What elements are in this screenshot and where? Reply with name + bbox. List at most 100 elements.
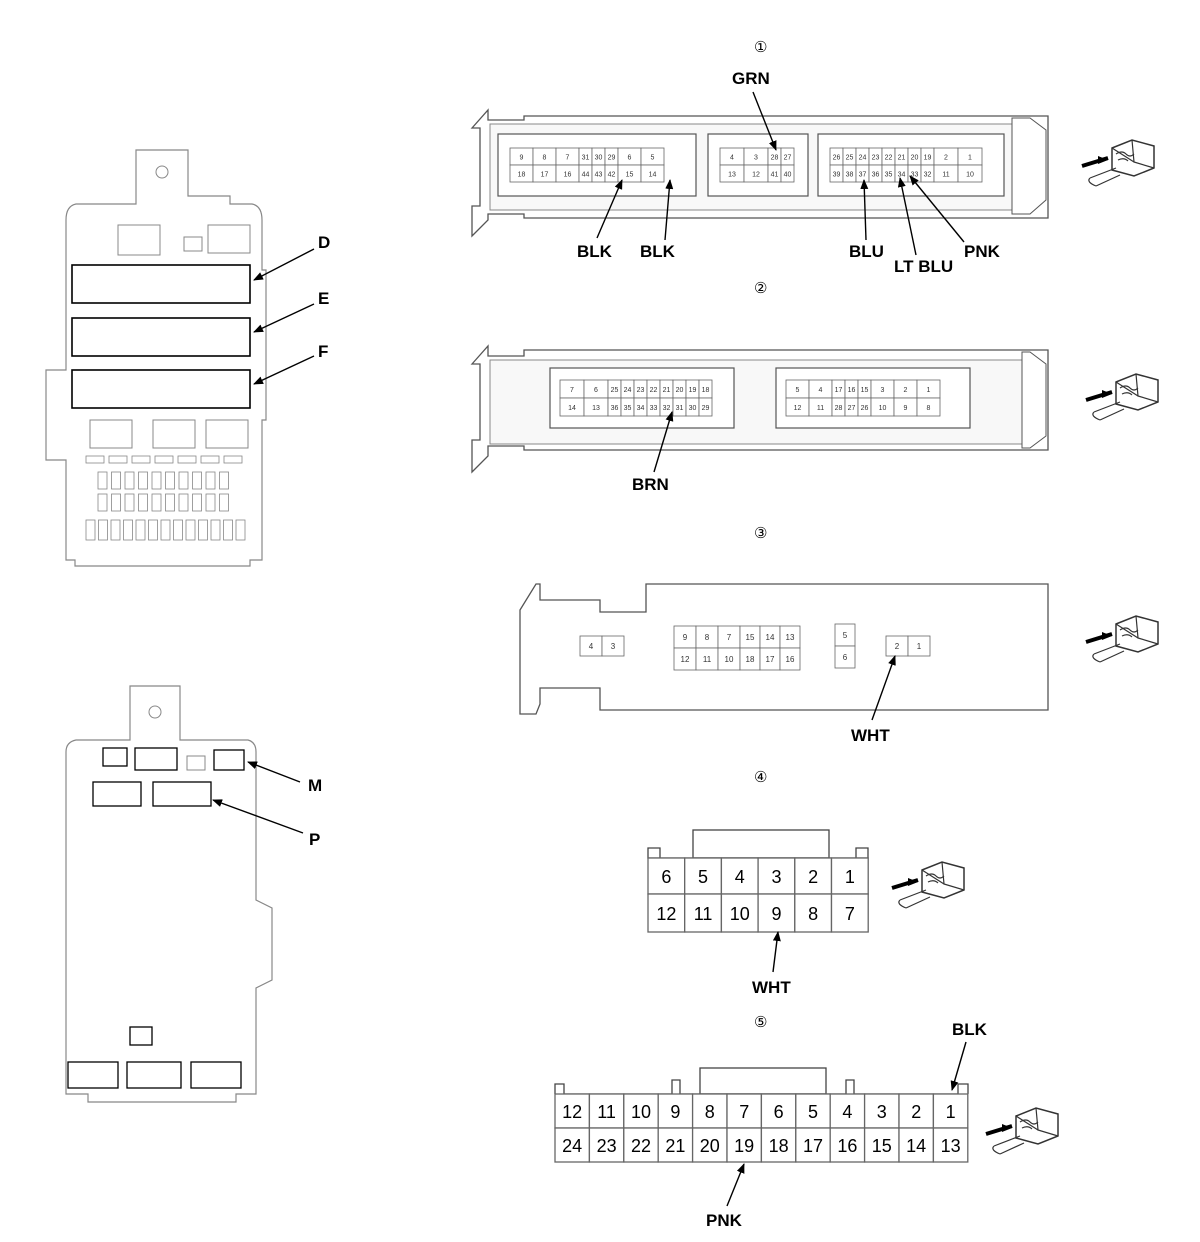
c1-pin-number: 4 xyxy=(730,155,734,162)
c5-pin: 24 xyxy=(554,1127,591,1163)
c2-pin: 35 xyxy=(620,397,635,417)
c2-pin-number: 22 xyxy=(650,387,658,394)
c2-pin-number: 16 xyxy=(848,387,856,394)
c1-pin: 22 xyxy=(881,147,896,166)
c2-pin: 26 xyxy=(857,397,872,417)
fuse-box-lower xyxy=(65,685,273,1103)
c1-pin-number: 26 xyxy=(833,155,841,162)
c1-pin-number: 15 xyxy=(626,172,634,179)
c4-pin: 5 xyxy=(684,857,723,895)
c5-pin-number: 15 xyxy=(872,1136,892,1156)
c3-pin: 13 xyxy=(779,625,801,649)
c4-pin: 12 xyxy=(647,893,686,933)
c2-pin-number: 8 xyxy=(927,405,931,412)
c4-pin-number: 2 xyxy=(808,867,818,887)
c2-pin: 8 xyxy=(916,397,941,417)
c2-pin-number: 33 xyxy=(650,405,658,412)
c1-pin-number: 32 xyxy=(924,172,932,179)
c5-pin-number: 3 xyxy=(877,1102,887,1122)
c1-pin: 39 xyxy=(829,164,844,183)
c1-pin-number: 2 xyxy=(944,155,948,162)
c5-pin: 14 xyxy=(898,1127,935,1163)
c1-pin: 16 xyxy=(555,164,580,183)
c5-pin-number: 6 xyxy=(774,1102,784,1122)
c2-pin: 31 xyxy=(672,397,687,417)
c2-pin-number: 17 xyxy=(835,387,843,394)
c5-pin-number: 13 xyxy=(941,1136,961,1156)
c1-pin: 27 xyxy=(780,147,795,166)
c2-pin: 30 xyxy=(685,397,700,417)
c2-pin: 12 xyxy=(785,397,810,417)
c1-pin-number: 42 xyxy=(608,172,616,179)
callout-p-label: P xyxy=(309,830,320,849)
c3-pin-number: 9 xyxy=(683,633,688,642)
connector-1-number: ① xyxy=(754,38,767,56)
c2-pin: 11 xyxy=(808,397,833,417)
c5-pin-number: 10 xyxy=(631,1102,651,1122)
c1-pin: 7 xyxy=(555,147,580,166)
c1-pin: 37 xyxy=(855,164,870,183)
c1-pin: 24 xyxy=(855,147,870,166)
c1-pin: 38 xyxy=(842,164,857,183)
c2-pin-number: 25 xyxy=(611,387,619,394)
c4-pin-number: 11 xyxy=(694,904,713,924)
c2-pin-number: 21 xyxy=(663,387,671,394)
c1-pin: 31 xyxy=(578,147,593,166)
c3-pin-number: 17 xyxy=(766,655,775,664)
c2-pin: 23 xyxy=(633,379,648,399)
c4-pin: 11 xyxy=(684,893,723,933)
c1-pin-number: 41 xyxy=(771,172,779,179)
c1-pin: 36 xyxy=(868,164,883,183)
fuse-slot-f xyxy=(71,369,251,409)
c3-pin: 17 xyxy=(759,647,781,671)
c1-pin: 4 xyxy=(719,147,745,166)
c2-pin: 27 xyxy=(844,397,859,417)
c2-pin-number: 20 xyxy=(676,387,684,394)
c2-pin: 3 xyxy=(870,379,895,399)
callout-m-label: M xyxy=(308,776,322,795)
c3-pin: 1 xyxy=(907,635,931,657)
c3-pin-number: 6 xyxy=(843,653,848,662)
c1-pin-number: 5 xyxy=(651,155,655,162)
c1-pin: 5 xyxy=(640,147,665,166)
c1-pin: 11 xyxy=(933,164,959,183)
probe-icon xyxy=(890,860,966,910)
c5-pin-number: 7 xyxy=(739,1102,749,1122)
c1-pin-number: 11 xyxy=(942,172,949,179)
c4-pin: 8 xyxy=(794,893,833,933)
c3-pin: 4 xyxy=(579,635,603,657)
c5-pin: 2 xyxy=(898,1093,935,1129)
c4-pin: 6 xyxy=(647,857,686,895)
callout-e-label: E xyxy=(318,289,329,308)
c5-callouts: BLK PNK xyxy=(706,1020,988,1230)
c3-pin-number: 5 xyxy=(843,631,848,640)
c3-pin-number: 18 xyxy=(746,655,755,664)
c5-pin-number: 1 xyxy=(946,1102,956,1122)
c1-pin-number: 8 xyxy=(543,155,547,162)
c1-pin-number: 40 xyxy=(784,172,792,179)
c4-pin-number: 3 xyxy=(771,867,781,887)
c5-pin-number: 9 xyxy=(670,1102,680,1122)
callout-f-label: F xyxy=(318,342,328,361)
c4-pin-number: 1 xyxy=(845,867,855,887)
c1-pin: 32 xyxy=(920,164,935,183)
c2-pin-number: 13 xyxy=(592,405,600,412)
c1-pin-number: 44 xyxy=(582,172,590,179)
c1-pin-number: 39 xyxy=(833,172,841,179)
c2-pin-number: 10 xyxy=(879,405,887,412)
c1-pin: 40 xyxy=(780,164,795,183)
c2-pin: 25 xyxy=(607,379,622,399)
c3-pin: 15 xyxy=(739,625,761,649)
c4-pin-number: 6 xyxy=(661,867,671,887)
fuse-box-upper xyxy=(45,149,267,567)
c2-pin: 4 xyxy=(808,379,833,399)
c1-pin: 34 xyxy=(894,164,909,183)
c1-pin-number: 20 xyxy=(911,155,919,162)
c1-pin-number: 16 xyxy=(564,172,572,179)
c2-pin: 22 xyxy=(646,379,661,399)
c3-pin: 16 xyxy=(779,647,801,671)
c1-pin: 13 xyxy=(719,164,745,183)
